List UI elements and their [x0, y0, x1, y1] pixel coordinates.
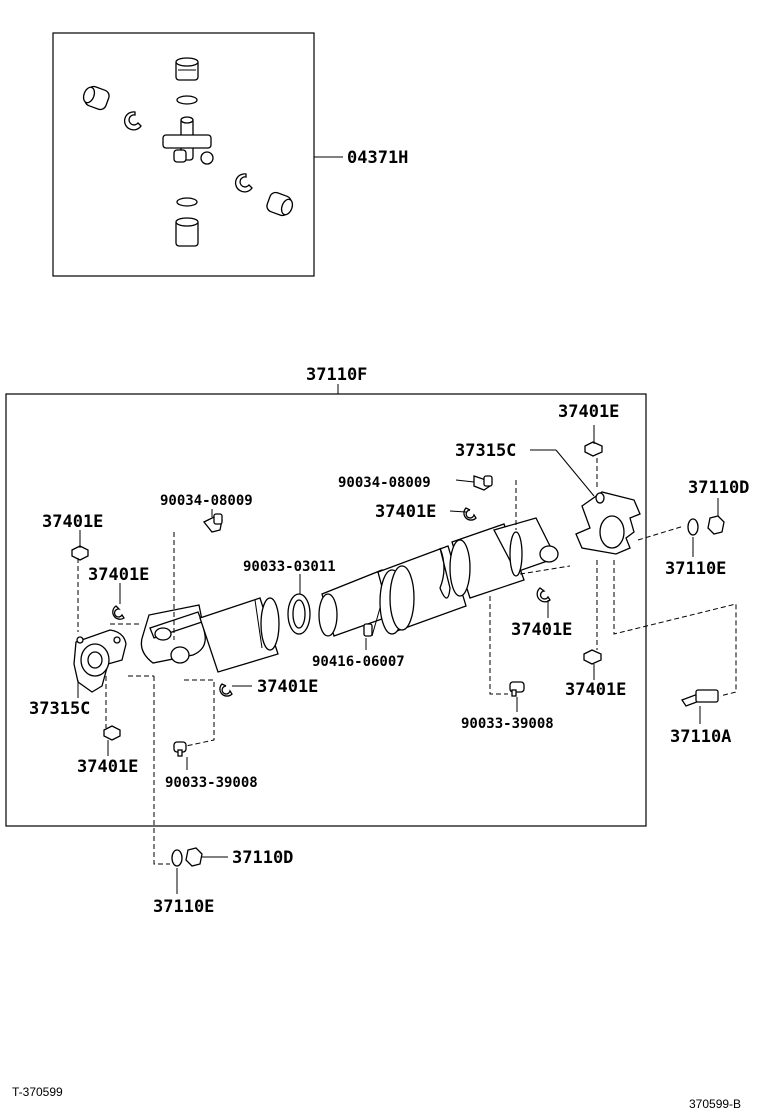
label-clip-f: 37401E	[257, 677, 318, 697]
main-shaft-tube	[318, 517, 559, 637]
bearing-cup-left	[82, 85, 110, 111]
label-washer-right: 37110E	[665, 559, 726, 579]
label-clip-a: 37401E	[558, 402, 619, 422]
spider-cross	[162, 116, 214, 165]
label-nut-bottom: 37110D	[232, 848, 293, 868]
label-clip-h: 37401E	[77, 757, 138, 777]
bearing-cup-bottom	[175, 217, 199, 247]
snap-ring-left	[124, 111, 142, 131]
grease-fittings	[202, 475, 493, 533]
dust-boot-ring	[287, 593, 311, 635]
snap-ring-top	[176, 95, 198, 105]
right-fasteners	[681, 515, 725, 707]
label-clip-c: 37401E	[42, 512, 103, 532]
label-clip-g: 37401E	[565, 680, 626, 700]
label-plug: 90416-06007	[312, 654, 405, 670]
left-yoke-flange	[73, 629, 127, 693]
leader-lines	[77, 425, 719, 894]
label-yoke-right: 37315C	[455, 441, 516, 461]
plug-part	[363, 607, 381, 637]
dashed-leaders	[77, 458, 737, 865]
bottom-fasteners	[171, 847, 203, 867]
label-yoke-left: 37315C	[29, 699, 90, 719]
right-yoke-flange	[575, 491, 641, 555]
label-nut-right: 37110D	[688, 478, 749, 498]
label-clip-d: 37401E	[88, 565, 149, 585]
label-bolt-main: 37110A	[670, 727, 731, 747]
label-dust-boot: 90033-03011	[243, 559, 336, 575]
footer-right-code: 370599-B	[689, 1097, 741, 1111]
label-shaft-assembly: 37110F	[306, 365, 367, 385]
label-grease-fitting-right: 90034-08009	[338, 475, 431, 491]
front-shaft-yoke	[140, 597, 280, 673]
label-bolt-right: 90033-39008	[461, 716, 554, 732]
snap-ring-bottom	[176, 197, 198, 207]
footer-left-code: T-370599	[12, 1085, 63, 1099]
label-grease-fitting-left: 90034-08009	[160, 493, 253, 509]
snap-ring-right	[235, 173, 253, 193]
small-bolts	[173, 681, 525, 757]
propeller-shaft-assembly-box	[5, 384, 647, 827]
bearing-cup-top	[175, 57, 199, 81]
label-bolt-left: 90033-39008	[165, 775, 258, 791]
label-clip-b: 37401E	[375, 502, 436, 522]
universal-joint-kit-box	[52, 32, 343, 277]
label-kit: 04371H	[347, 148, 408, 168]
label-washer-bottom: 37110E	[153, 897, 214, 917]
clip-parts	[71, 441, 603, 741]
label-clip-e: 37401E	[511, 620, 572, 640]
bearing-cup-right	[266, 191, 294, 217]
